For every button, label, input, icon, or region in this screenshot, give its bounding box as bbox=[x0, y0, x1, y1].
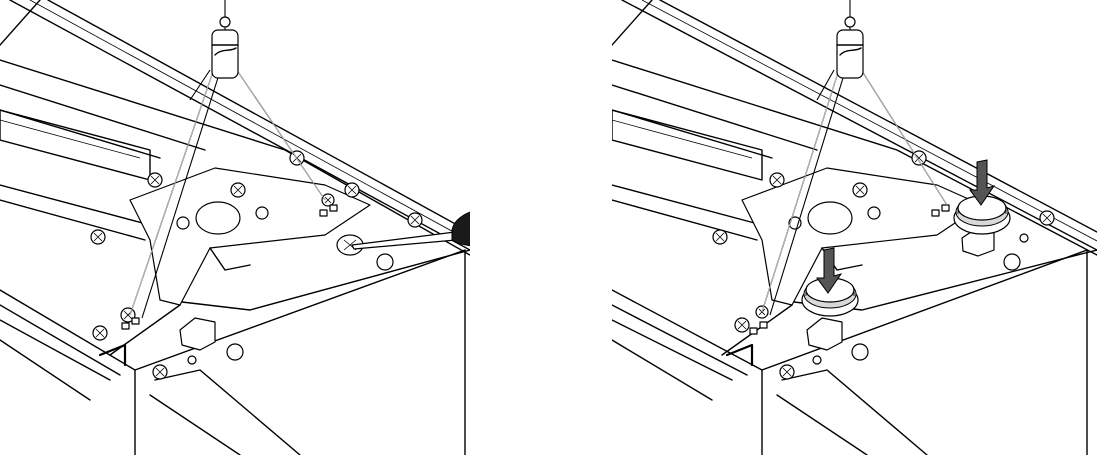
panel-step-2-drawing bbox=[612, 0, 1097, 455]
screw bbox=[321, 193, 335, 207]
lower-bracket bbox=[179, 253, 394, 365]
screw bbox=[852, 182, 868, 198]
lower-housing bbox=[612, 249, 1088, 455]
screw bbox=[712, 229, 728, 245]
panel-step-1 bbox=[0, 0, 470, 455]
screw bbox=[147, 172, 163, 188]
screw bbox=[407, 212, 423, 228]
screw bbox=[230, 182, 246, 198]
wire-gripper bbox=[211, 16, 239, 79]
screw bbox=[90, 229, 106, 245]
screwdriver-icon bbox=[351, 211, 470, 250]
panel-step-1-drawing bbox=[0, 0, 470, 455]
screw bbox=[152, 364, 168, 380]
lens-window bbox=[0, 109, 151, 181]
lens-window bbox=[612, 109, 763, 181]
lower-housing bbox=[0, 249, 466, 455]
screw bbox=[769, 172, 785, 188]
panel-step-2 bbox=[612, 0, 1097, 455]
bracket-plate bbox=[721, 167, 983, 356]
suspension-wires bbox=[761, 0, 948, 316]
screw bbox=[344, 182, 360, 198]
screw-group bbox=[712, 150, 1055, 380]
screw bbox=[734, 317, 750, 333]
screw bbox=[92, 325, 108, 341]
cover-cap bbox=[801, 277, 859, 317]
screw bbox=[779, 364, 795, 380]
screw bbox=[1039, 210, 1055, 226]
screw-group bbox=[90, 150, 423, 380]
cover-cap bbox=[953, 195, 1011, 235]
fixture-rails bbox=[0, 0, 470, 311]
arrow-down-icon bbox=[969, 159, 996, 206]
suspension-wires bbox=[129, 0, 326, 319]
lower-bracket bbox=[806, 227, 1029, 365]
bracket-plate bbox=[109, 167, 371, 356]
arrow-down-icon bbox=[816, 247, 843, 294]
wire-gripper bbox=[836, 16, 864, 79]
